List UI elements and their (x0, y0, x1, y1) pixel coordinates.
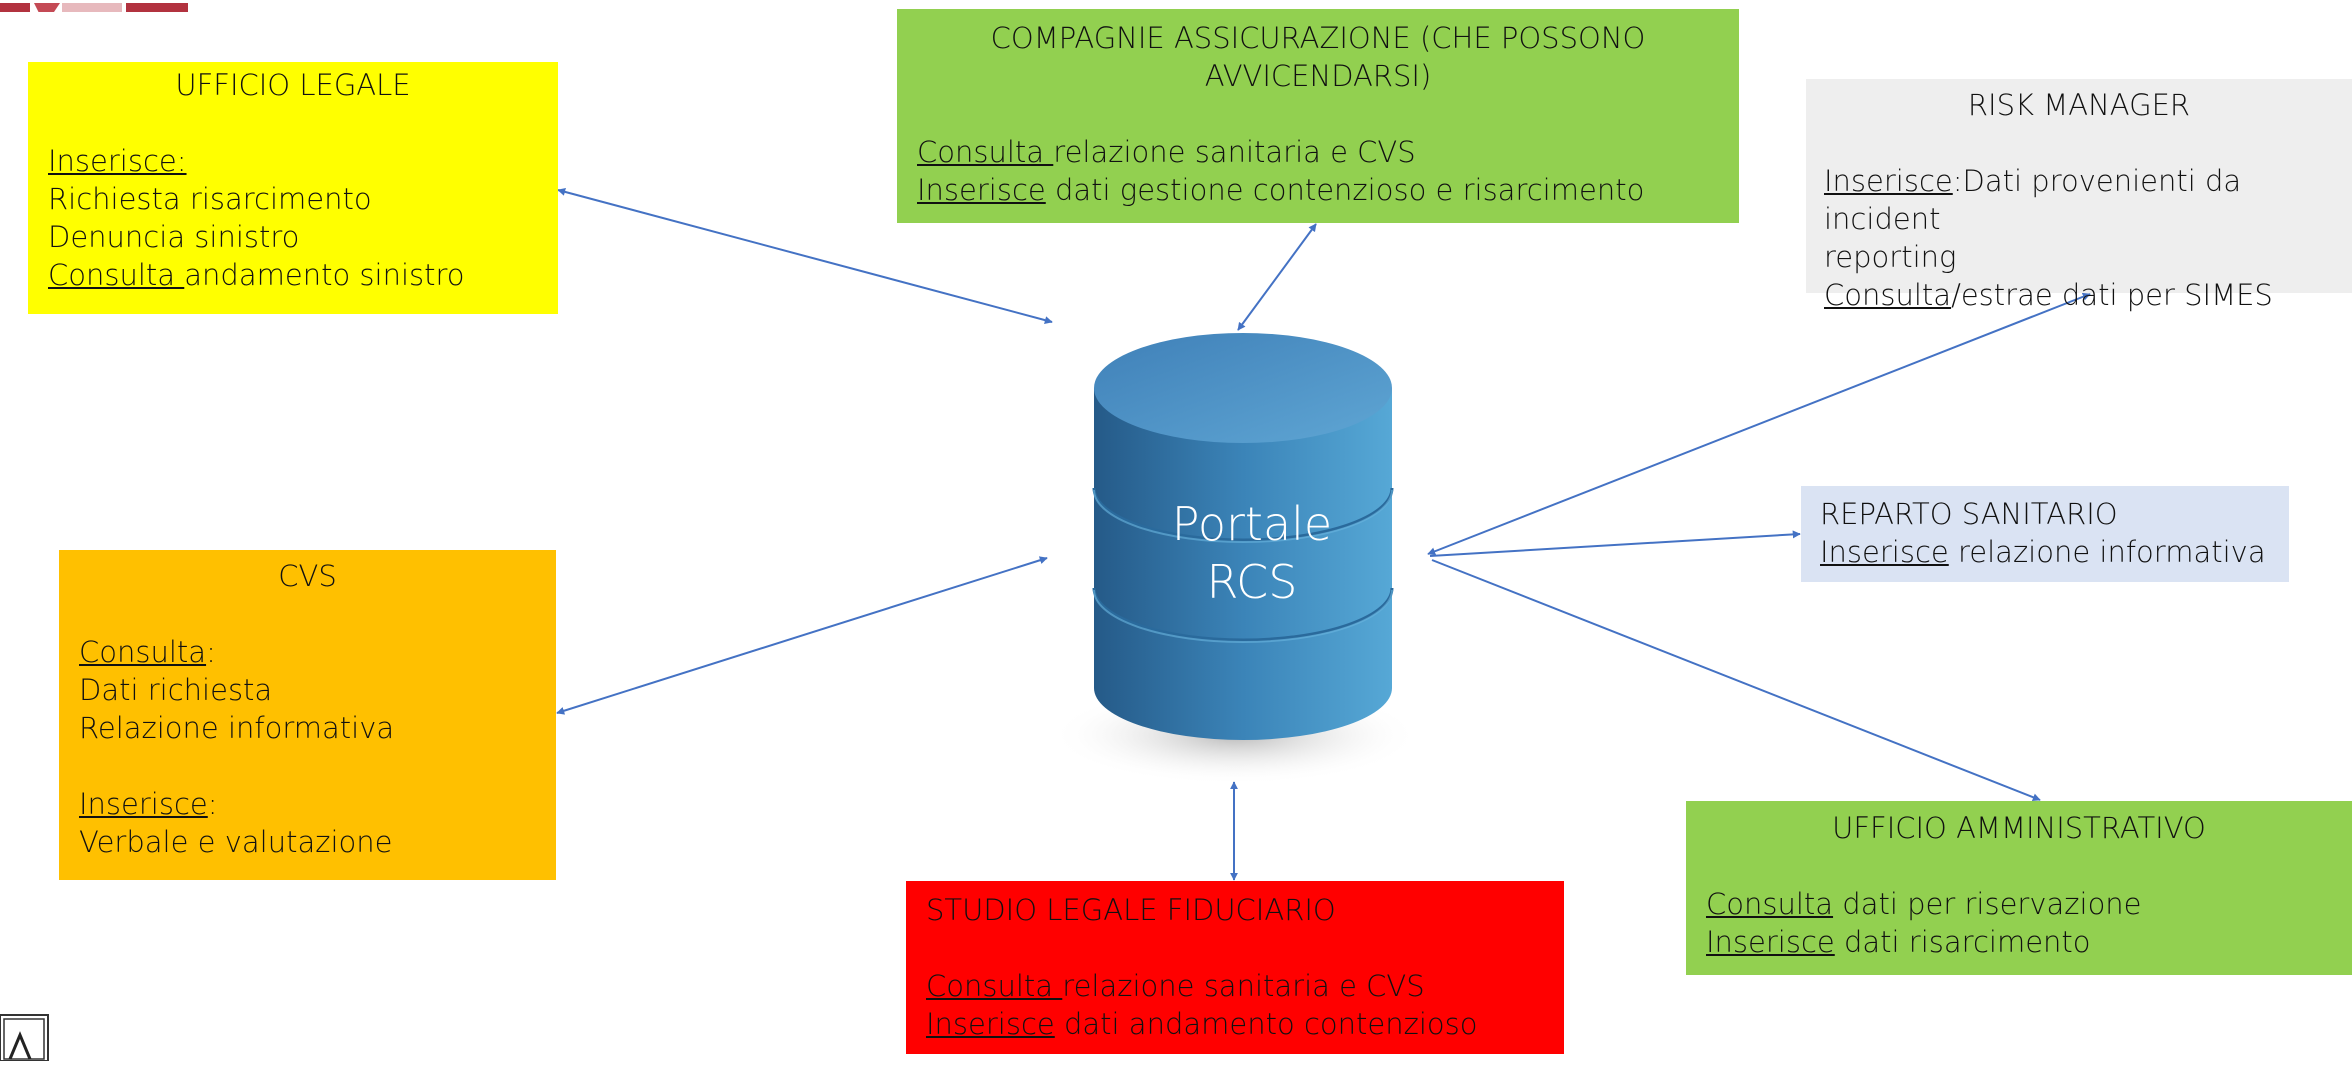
risk-manager-inserisce-text2: reporting (1824, 240, 1957, 274)
studio-legale-box: STUDIO LEGALE FIDUCIARIO Consulta relazi… (906, 881, 1564, 1054)
amministrativo-inserisce-text: dati risarcimento (1834, 925, 2091, 959)
compagnie-title-line2: AVVICENDARSI) (1204, 59, 1432, 93)
compagnie-consulta-text: relazione sanitaria e CVS (1053, 135, 1416, 169)
hub-label-line1: Portale (1172, 497, 1332, 551)
risk-manager-box: RISK MANAGER Inserisce:Dati provenienti … (1806, 79, 2352, 312)
ufficio-legale-item: Denuncia sinistro (48, 220, 300, 254)
risk-manager-inserisce: Inserisce (1824, 164, 1953, 198)
reparto-title: REPARTO SANITARIO (1820, 497, 2118, 531)
studio-consulta-text: relazione sanitaria e CVS (1062, 969, 1425, 1003)
cvs-inserisce-item: Verbale e valutazione (79, 825, 393, 859)
studio-inserisce: Inserisce (926, 1007, 1055, 1041)
cvs-item: Dati richiesta (79, 673, 273, 707)
amministrativo-inserisce: Inserisce (1706, 925, 1835, 959)
cvs-title: CVS (278, 559, 337, 593)
ufficio-legale-consulta-text: andamento sinistro (184, 258, 465, 292)
risk-manager-title: RISK MANAGER (1967, 88, 2191, 122)
hub-label-line2: RCS (1207, 555, 1298, 609)
font-style-icon (0, 1011, 56, 1062)
cvs-consulta: Consulta (79, 635, 207, 669)
risk-manager-consulta-text: /estrae dati per SIMES (1951, 278, 2273, 312)
arrow-compagnie (1237, 223, 1317, 331)
ufficio-legale-box: UFFICIO LEGALE Inserisce: Richiesta risa… (28, 62, 558, 314)
cvs-consulta-suffix: : (206, 635, 216, 669)
arrow-ufficio-legale (557, 187, 1053, 325)
ufficio-legale-title: UFFICIO LEGALE (175, 68, 411, 102)
arrow-risk-manager (1427, 292, 2091, 556)
ufficio-legale-consulta: Consulta (48, 258, 185, 292)
database-cylinder-icon[interactable]: Portale RCS (1050, 333, 1420, 785)
reparto-sanitario-box: REPARTO SANITARIO Inserisce relazione in… (1801, 486, 2289, 582)
cvs-inserisce-suffix: : (207, 787, 218, 821)
studio-consulta: Consulta (926, 969, 1063, 1003)
arrow-cvs (556, 556, 1048, 715)
studio-inserisce-text: dati andamento contenzioso (1054, 1007, 1478, 1041)
reparto-inserisce: Inserisce (1820, 535, 1949, 569)
risk-manager-consulta: Consulta (1824, 278, 1952, 312)
risk-manager-inserisce-text: :Dati provenienti da incident (1824, 164, 2242, 236)
ufficio-legale-inserisce: Inserisce: (48, 144, 187, 178)
amministrativo-title: UFFICIO AMMINISTRATIVO (1832, 811, 2206, 845)
amministrativo-consulta-text: dati per riservazione (1833, 887, 2142, 921)
compagnie-consulta: Consulta (917, 135, 1054, 169)
cvs-inserisce: Inserisce (79, 787, 208, 821)
logo-fragment (0, 0, 188, 12)
arrow-amministrativo (1431, 559, 2041, 802)
amministrativo-consulta: Consulta (1706, 887, 1834, 921)
compagnie-inserisce-text: dati gestione contenzioso e risarcimento (1045, 173, 1645, 207)
studio-title: STUDIO LEGALE FIDUCIARIO (926, 893, 1336, 927)
cvs-box: CVS Consulta: Dati richiesta Relazione i… (59, 550, 556, 880)
ufficio-amministrativo-box: UFFICIO AMMINISTRATIVO Consulta dati per… (1686, 801, 2352, 975)
ufficio-legale-item: Richiesta risarcimento (48, 182, 372, 216)
arrow-reparto (1429, 530, 1801, 557)
compagnie-inserisce: Inserisce (917, 173, 1046, 207)
reparto-inserisce-text: relazione informativa (1948, 535, 2266, 569)
cvs-item: Relazione informativa (79, 711, 395, 745)
compagnie-title-line1: COMPAGNIE ASSICURAZIONE (CHE POSSONO (990, 21, 1646, 55)
compagnie-box: COMPAGNIE ASSICURAZIONE (CHE POSSONO AVV… (897, 9, 1739, 223)
